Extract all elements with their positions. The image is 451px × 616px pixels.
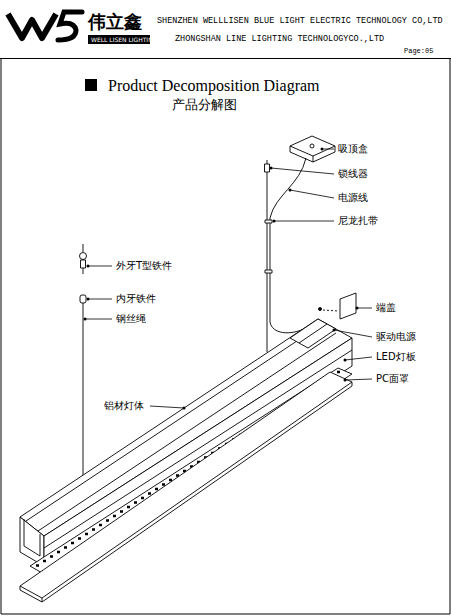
led-chip [120, 510, 123, 513]
leader-lines [85, 149, 372, 408]
led-chip [127, 506, 130, 509]
title-bullet [85, 79, 97, 91]
page-number: Page:05 [404, 48, 433, 55]
brand-name: 伟立鑫 [88, 13, 142, 31]
led-chip [36, 564, 39, 567]
wire-lock [265, 164, 270, 172]
t-fitting [80, 244, 87, 274]
led-chip [99, 524, 102, 527]
part-name: 吸顶盒 [338, 144, 368, 154]
part-name: 端盖 [376, 303, 396, 313]
nylon-tie [265, 220, 272, 223]
leader-arrows [84, 148, 359, 410]
company-name: SHENZHEN WELLLISEN BLUE LIGHT ELECTRIC T… [157, 17, 443, 26]
part-name: 电源线 [338, 193, 368, 203]
brand-subtitle: WELL LISEN LIGHTING [91, 37, 157, 43]
page-title: Product Decomposition Diagram [108, 78, 320, 94]
inner-fitting [80, 295, 86, 303]
part-name: LED灯板 [376, 352, 416, 362]
led-chip [148, 492, 151, 495]
steel-wire [267, 172, 268, 352]
part-name: 锁线器 [338, 169, 368, 179]
led-chip [113, 515, 116, 518]
led-chip [43, 560, 46, 563]
subtitle: 产品分解图 [172, 98, 237, 111]
led-chip [141, 497, 144, 500]
part-name: 钢丝绳 [116, 314, 146, 324]
led-chip [50, 555, 53, 558]
driver [290, 319, 336, 348]
led-chip [64, 546, 67, 549]
led-chip [134, 501, 137, 504]
led-chip [337, 371, 340, 374]
led-chip [71, 542, 74, 545]
led-chip [162, 483, 165, 486]
pc-cover [20, 372, 352, 598]
led-chip [57, 551, 60, 554]
part-name: PC面罩 [376, 374, 409, 384]
header-rule [0, 58, 451, 59]
ceiling-box [290, 136, 335, 162]
led-chip [106, 519, 109, 522]
part-name: 驱动电源 [376, 332, 416, 342]
part-name: 外牙T型铁件 [116, 261, 172, 271]
part-name: 内牙铁件 [116, 294, 156, 304]
end-cap [319, 293, 357, 319]
aluminium-body [20, 319, 352, 566]
power-cable [270, 158, 306, 333]
steel-wire [83, 303, 84, 479]
page-border [1, 58, 450, 614]
led-chip [155, 488, 158, 491]
led-chip [78, 537, 81, 540]
company-name: ZHONGSHAN LINE LIGHTING TECHNOLOGYCO.,LT… [175, 35, 384, 44]
part-name: 铝材灯体 [104, 401, 144, 411]
led-chip [85, 533, 88, 536]
part-name: 尼龙扎带 [338, 216, 378, 226]
led-chip [92, 528, 95, 531]
